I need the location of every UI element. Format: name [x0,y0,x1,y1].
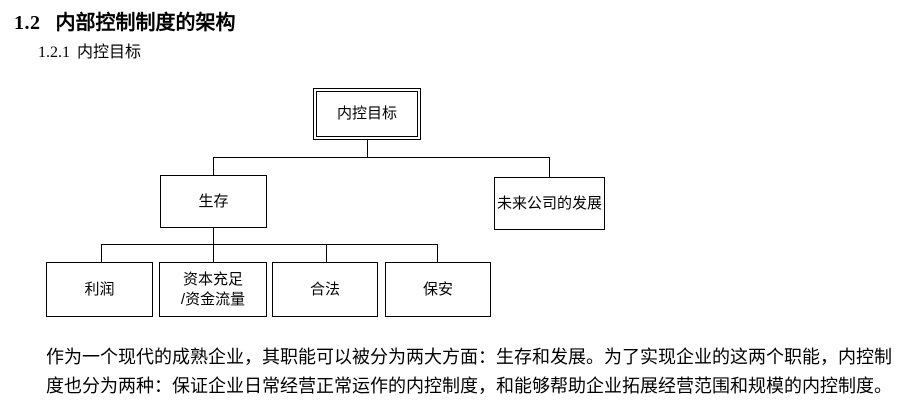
node-legality: 合法 [272,262,378,317]
section-number: 1.2 [14,12,41,34]
connector-profit-drop [101,244,102,262]
node-goal: 内控目标 [313,88,421,140]
section-title: 内部控制制度的架构 [55,12,236,34]
node-profit-label: 利润 [84,280,115,298]
connector-level2-rail [213,157,550,158]
section-heading: 1.2 内部控制制度的架构 [14,6,236,35]
node-security: 保安 [385,262,491,317]
subsection-heading: 1.2.1 内控目标 [38,38,141,62]
connector-future-drop [549,157,550,177]
connector-survival-stem [213,228,214,244]
node-survival-label: 生存 [198,192,229,210]
node-future-development: 未来公司的发展 [494,177,605,230]
paragraph-line-1: 作为一个现代的成熟企业，其职能可以被分为两大方面：生存和发展。为了实现企业的这两… [46,347,892,367]
body-paragraph: 作为一个现代的成熟企业，其职能可以被分为两大方面：生存和发展。为了实现企业的这两… [46,343,892,401]
node-legality-label: 合法 [309,280,340,298]
node-goal-inner-border: 内控目标 [316,91,418,137]
connector-level3-rail [101,244,438,245]
node-goal-label: 内控目标 [336,105,397,123]
connector-capital-drop [213,244,214,262]
paragraph-line-2: 度也分为两种：保证企业日常经营正常运作的内控制度，和能够帮助企业拓展经营范围和规… [46,376,892,396]
node-future-development-label: 未来公司的发展 [496,194,602,212]
node-capital-adequacy-label-line1: 资本充足 [182,271,243,288]
subsection-title: 内控目标 [77,44,142,61]
node-survival: 生存 [160,175,267,228]
subsection-number: 1.2.1 [38,44,70,61]
node-capital-adequacy: 资本充足 /资金流量 [159,262,267,317]
connector-survival-drop [213,157,214,175]
connector-root-stem [367,140,368,157]
node-security-label: 保安 [422,280,453,298]
connector-legality-drop [326,244,327,262]
connector-security-drop [437,244,438,262]
node-capital-adequacy-label-line2: /资金流量 [180,290,246,308]
node-profit: 利润 [46,262,153,317]
